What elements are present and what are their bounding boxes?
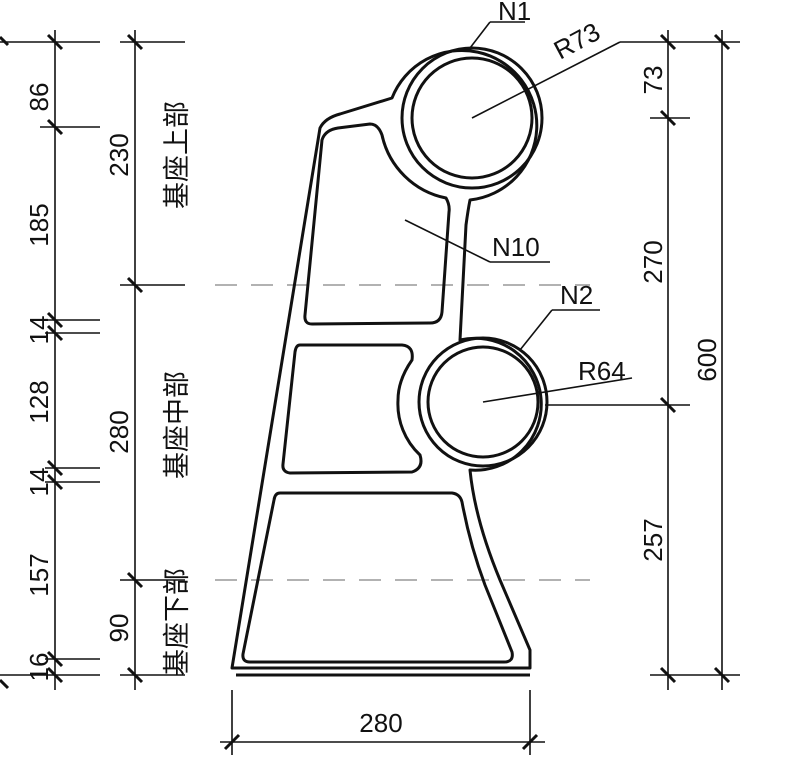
dim-600-total: 600 [692, 338, 722, 381]
dim-14-b: 14 [24, 468, 54, 497]
cell-middle [281, 343, 423, 475]
dim-230: 230 [104, 133, 134, 176]
callout-n2: N2 [560, 280, 593, 310]
dim-16: 16 [24, 653, 54, 682]
dim-128: 128 [24, 380, 54, 423]
dim-73: 73 [638, 66, 668, 95]
label-upper-section: 基座上部 [162, 101, 193, 209]
right-dimension-chain: 73 270 257 600 [545, 30, 740, 690]
callout-r64: R64 [578, 356, 626, 386]
pipe-hole-n1-inner [410, 56, 534, 180]
cell-lower [241, 491, 514, 664]
outer-outline [230, 49, 543, 670]
base-body [230, 46, 549, 677]
left-dimension-chain: 86 185 14 128 14 157 16 [0, 30, 100, 690]
dim-86: 86 [24, 83, 54, 112]
label-middle-section: 基座中部 [162, 371, 193, 479]
dim-280-width: 280 [359, 708, 402, 738]
cell-upper [303, 122, 451, 326]
dim-270: 270 [638, 240, 668, 283]
callout-n10: N10 [492, 232, 540, 262]
pipe-hole-n2-outer [417, 336, 549, 468]
pipe-hole-n1-outer [400, 46, 544, 190]
bottom-dimension: 280 [220, 690, 545, 755]
callout-n1: N1 [498, 0, 531, 26]
callouts: N1 R73 N10 N2 R64 [404, 0, 633, 403]
dim-90: 90 [104, 614, 134, 643]
dim-280-height: 280 [104, 410, 134, 453]
dim-157: 157 [24, 553, 54, 596]
pipe-hole-n2-inner [426, 345, 540, 459]
dim-257: 257 [638, 518, 668, 561]
dim-185: 185 [24, 203, 54, 246]
dim-14-a: 14 [24, 316, 54, 345]
label-lower-section: 基座下部 [162, 568, 193, 676]
callout-r73: R73 [549, 16, 605, 65]
section-dimension-chain: 230 280 90 基座上部 基座中部 基座下部 [104, 30, 193, 690]
